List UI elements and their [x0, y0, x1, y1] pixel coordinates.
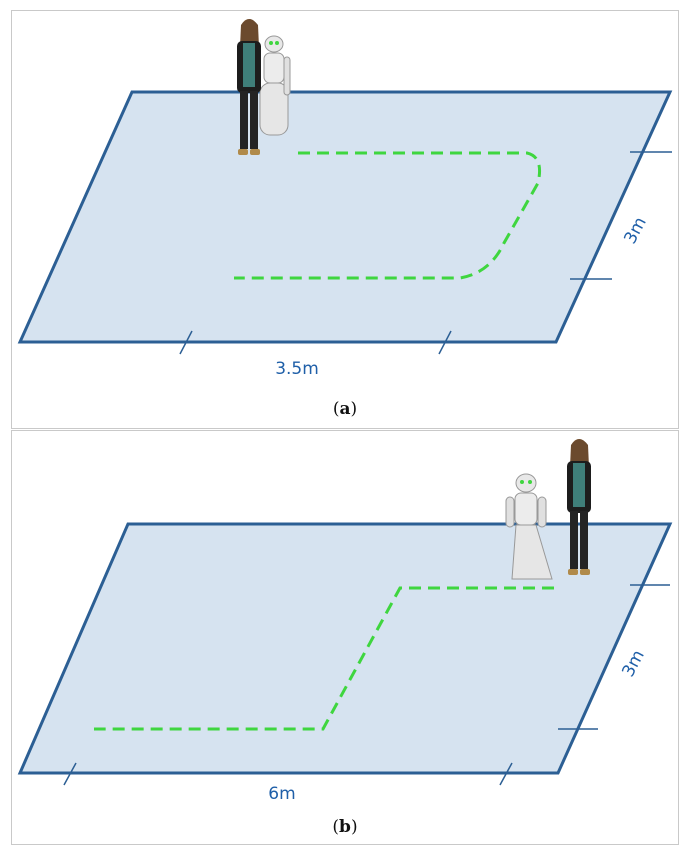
- caption-open-b: (: [332, 817, 340, 837]
- caption-a: (a): [12, 399, 678, 419]
- panel-b: 6m 3m (b): [11, 430, 679, 845]
- caption-letter-a: a: [339, 399, 351, 419]
- depth-label-a: 3m: [620, 214, 651, 248]
- person-figure: [567, 439, 591, 575]
- caption-close-b: ): [350, 817, 358, 837]
- robot-figure: [259, 35, 291, 136]
- path-a: [234, 151, 542, 280]
- tick-bottom-right-b: [499, 762, 513, 786]
- person-figure: [237, 19, 261, 155]
- path-b: [94, 586, 554, 731]
- diagram-a: 3.5m 3m: [17, 19, 673, 379]
- caption-letter-b: b: [339, 817, 351, 837]
- width-label-b: 6m: [268, 784, 295, 804]
- tick-bottom-right-a: [438, 330, 452, 355]
- depth-label-b: 3m: [618, 647, 649, 681]
- tick-bottom-left-a: [179, 330, 193, 355]
- caption-close-a: ): [350, 399, 358, 419]
- tick-bottom-left-b: [63, 762, 77, 786]
- caption-open-a: (: [332, 399, 340, 419]
- panel-a: 3.5m 3m (a): [11, 10, 679, 429]
- diagram-b: 6m 3m: [17, 439, 673, 804]
- caption-b: (b): [12, 817, 678, 837]
- width-label-a: 3.5m: [275, 359, 319, 379]
- floor-a: [17, 90, 673, 344]
- floor-b: [17, 522, 673, 775]
- robot-figure: [505, 473, 553, 580]
